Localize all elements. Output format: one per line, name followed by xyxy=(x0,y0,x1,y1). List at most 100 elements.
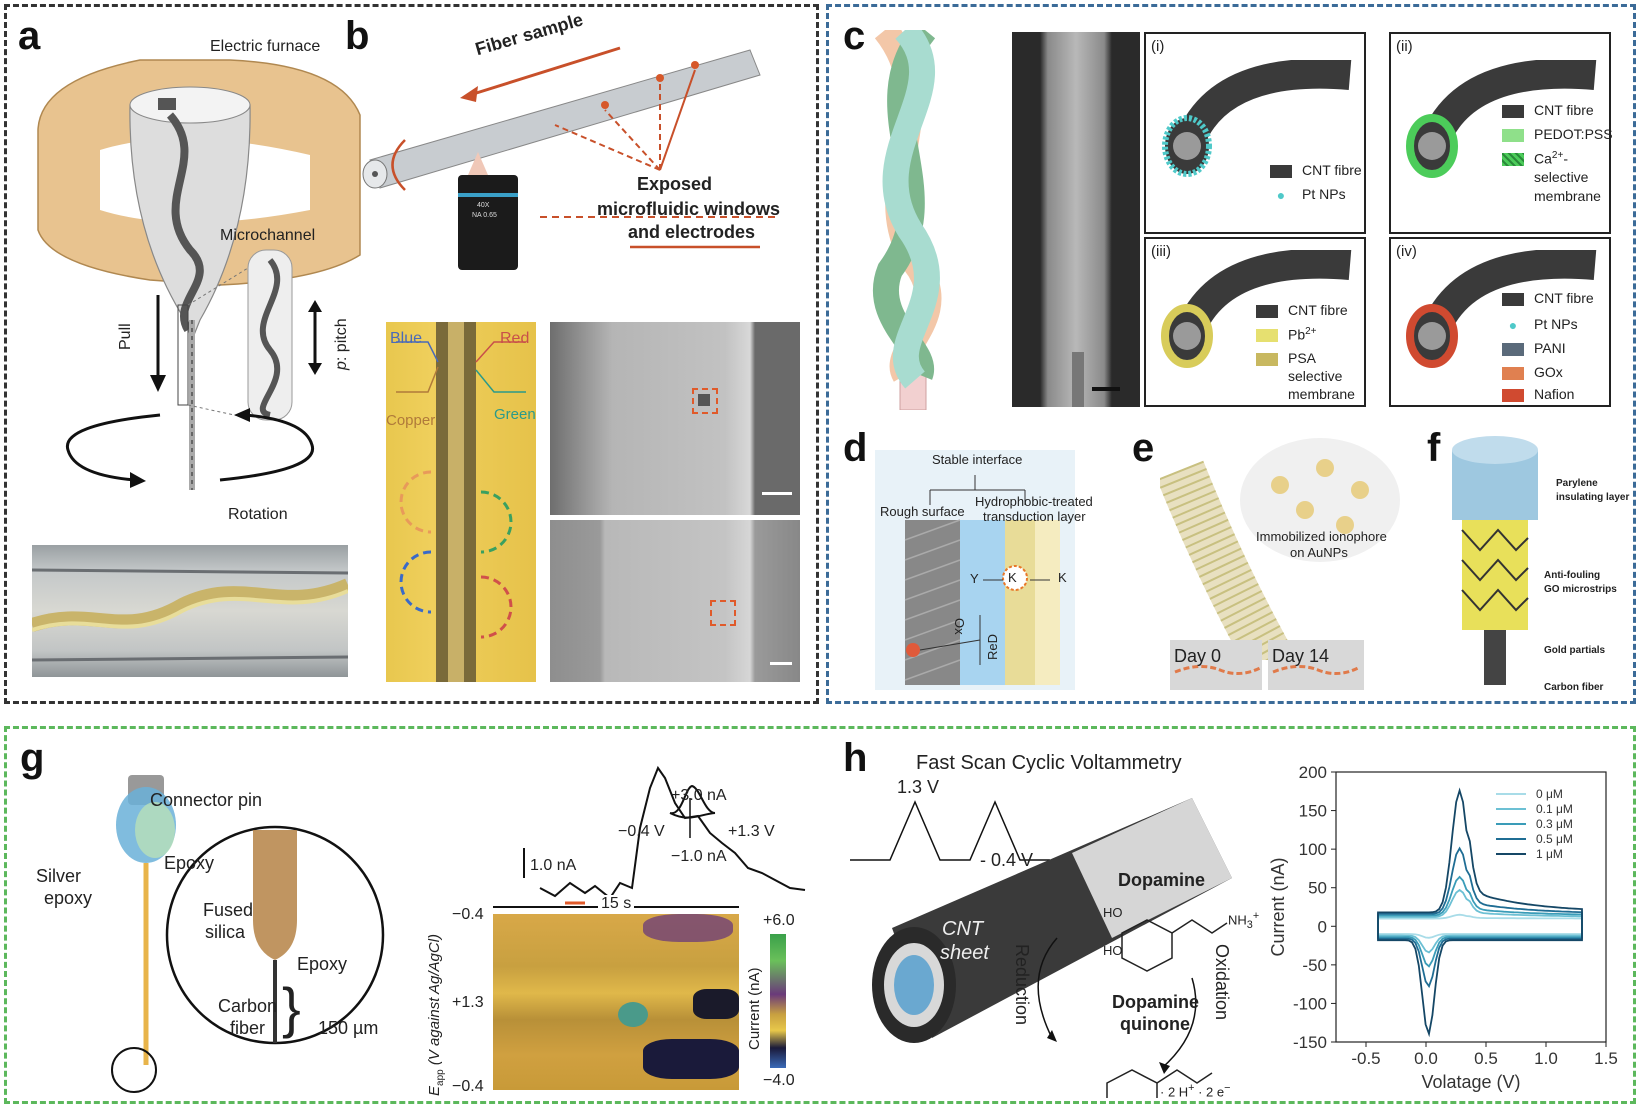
cv-legend-label: 0.1 μM xyxy=(1536,802,1573,816)
c-box-iv-tag: (iv) xyxy=(1396,243,1417,260)
c-iii-legend-cnt: CNT fibre xyxy=(1256,302,1348,318)
stable-interface-label: Stable interface xyxy=(932,452,1023,467)
y-ion-label: Y xyxy=(970,571,979,586)
c-iii-legend-psa: PSA xyxy=(1256,350,1316,366)
cnt-sheet-label-2: sheet xyxy=(940,942,989,964)
panel-h-label: h xyxy=(843,736,868,780)
fiber-drawing-diagram xyxy=(37,59,361,490)
dopamine-quinone-label-2: quinone xyxy=(1120,1014,1190,1034)
cv-ytick-label: 100 xyxy=(1299,840,1327,859)
twisted-cnt-fibres-render xyxy=(872,30,942,410)
fscv-waveform xyxy=(850,800,1050,861)
antifouling-label-2: GO microstrips xyxy=(1544,584,1617,595)
k-plus-label: K xyxy=(1058,570,1067,585)
cv-legend-label: 0 μM xyxy=(1536,787,1563,801)
c-i-legend-cnt: CNT fibre xyxy=(1270,162,1362,178)
silver-epoxy-label-1: Silver xyxy=(36,866,82,886)
inset-left-label: −0.4 V xyxy=(618,823,665,840)
inset-right-label: +1.3 V xyxy=(728,823,775,840)
c-ii-legend-pedot: PEDOT:PSS xyxy=(1502,126,1613,142)
c-iii-legend-membrane: membrane xyxy=(1288,386,1355,402)
ionophore-label-2: on AuNPs xyxy=(1290,545,1348,560)
inset-top-label: +3.0 nA xyxy=(671,787,727,804)
day-0-photo xyxy=(1170,640,1262,690)
cv-ytick-label: 150 xyxy=(1299,802,1327,821)
c-box-i xyxy=(1144,32,1366,234)
ho-1-label: HO xyxy=(1103,905,1123,920)
silver-epoxy-label-2: epoxy xyxy=(44,888,93,908)
cv-ytick-label: 0 xyxy=(1318,917,1327,936)
green-electrode-label: Green xyxy=(494,406,536,423)
gold-partials-label: Gold partials xyxy=(1544,645,1606,656)
ionophore-label-1: Immobilized ionophore xyxy=(1256,529,1387,544)
c-box-i-fibre xyxy=(1162,60,1352,177)
protons-electrons-label: · 2 H+ · 2 e− xyxy=(1160,1082,1231,1100)
panel-ab-border xyxy=(4,4,819,704)
exposed-windows-label-1: Exposed xyxy=(637,174,713,194)
cv-ytick-label: -150 xyxy=(1293,1033,1327,1052)
fiber-sample-diagram xyxy=(362,46,780,270)
antifouling-label-1: Anti-fouling xyxy=(1544,570,1601,581)
colorbar-bottom-label: −4.0 xyxy=(763,1072,795,1089)
panel-a-label: a xyxy=(18,14,41,58)
cv-legend-label: 0.5 μM xyxy=(1536,832,1573,846)
c-box-iv-fibre xyxy=(1406,250,1597,368)
parylene-label-1: Parylene xyxy=(1556,478,1598,489)
time-label: 15 s xyxy=(598,895,635,914)
c-iv-legend-cnt: CNT fibre xyxy=(1502,290,1594,306)
copper-electrode-label: Copper xyxy=(386,412,436,429)
colorbar xyxy=(770,934,786,1068)
panel-d-label: d xyxy=(843,426,868,470)
c-ii-legend-membrane: membrane xyxy=(1534,188,1601,204)
cv-xtick-label: 0.5 xyxy=(1474,1049,1498,1068)
fused-silica-label-2: silica xyxy=(205,922,246,942)
cv-xtick-label: 1.0 xyxy=(1534,1049,1558,1068)
c-ii-legend-cnt: CNT fibre xyxy=(1502,102,1594,118)
fused-silica-label-1: Fused xyxy=(203,900,254,920)
ox-label: Ox xyxy=(952,618,967,635)
exposed-windows-label-3: and electrodes xyxy=(628,222,756,242)
connector-pin-label: Connector pin xyxy=(150,790,263,810)
ho-2-label: HO xyxy=(1103,943,1123,958)
exposed-windows-label-2: microfluidic windows xyxy=(597,199,781,219)
c-box-iii-tag: (iii) xyxy=(1151,243,1171,260)
current-trace-plot xyxy=(523,765,806,905)
go-coated-fiber-render xyxy=(1452,436,1538,685)
parylene-label-2: insulating layer xyxy=(1556,492,1630,503)
hydrophobic-label-2: transduction layer xyxy=(983,509,1086,524)
rough-surface-label: Rough surface xyxy=(880,504,965,519)
cv-ytick-label: -100 xyxy=(1293,994,1327,1013)
sem-image-top xyxy=(550,322,800,515)
color-plot xyxy=(493,914,739,1090)
colorbar-top-label: +6.0 xyxy=(763,912,795,929)
c-iii-legend-selective: selective xyxy=(1288,368,1343,384)
epoxy-tip-label: Epoxy xyxy=(297,954,348,974)
k-ion-label: K xyxy=(1008,570,1017,585)
cv-ytick-label: -50 xyxy=(1302,956,1327,975)
carbon-fiber-g-label-2: fiber xyxy=(230,1018,266,1038)
panel-f-label: f xyxy=(1427,426,1441,470)
cv-legend-label: 1 μM xyxy=(1536,847,1563,861)
g-y-axis-label: Eapp (V against Ag/AgCl) xyxy=(426,933,446,1096)
c-iv-legend-pt: ●Pt NPs xyxy=(1508,316,1578,333)
c-box-iii-fibre xyxy=(1161,250,1352,368)
cv-y-axis-label: Current (nA) xyxy=(1270,857,1288,956)
cv-ytick-label: 200 xyxy=(1299,763,1327,782)
c-iii-legend-pb: Pb2+ xyxy=(1256,326,1317,343)
panel-cf-border xyxy=(826,4,1636,704)
fscv-high-voltage: 1.3 V xyxy=(897,777,940,797)
interface-diagram xyxy=(875,450,1075,690)
c-box-i-tag: (i) xyxy=(1151,38,1165,55)
cv-xtick-label: 0.0 xyxy=(1414,1049,1438,1068)
sem-image-bottom xyxy=(550,520,800,682)
inset-bottom-label: −1.0 nA xyxy=(671,848,727,865)
blue-electrode-label: Blue xyxy=(390,330,423,347)
nh3-label: NH3+ xyxy=(1228,910,1260,931)
c-ii-legend-ca: Ca2+- xyxy=(1502,150,1568,167)
cnt-sheet-label-1: CNT xyxy=(942,918,984,940)
day-14-label: Day 14 xyxy=(1272,646,1330,666)
pull-label: Pull xyxy=(117,323,134,350)
microchannel-label: Microchannel xyxy=(220,227,316,244)
twisted-fiber-photo xyxy=(29,545,351,677)
carbon-fiber-label: Carbon fiber xyxy=(1544,682,1604,693)
